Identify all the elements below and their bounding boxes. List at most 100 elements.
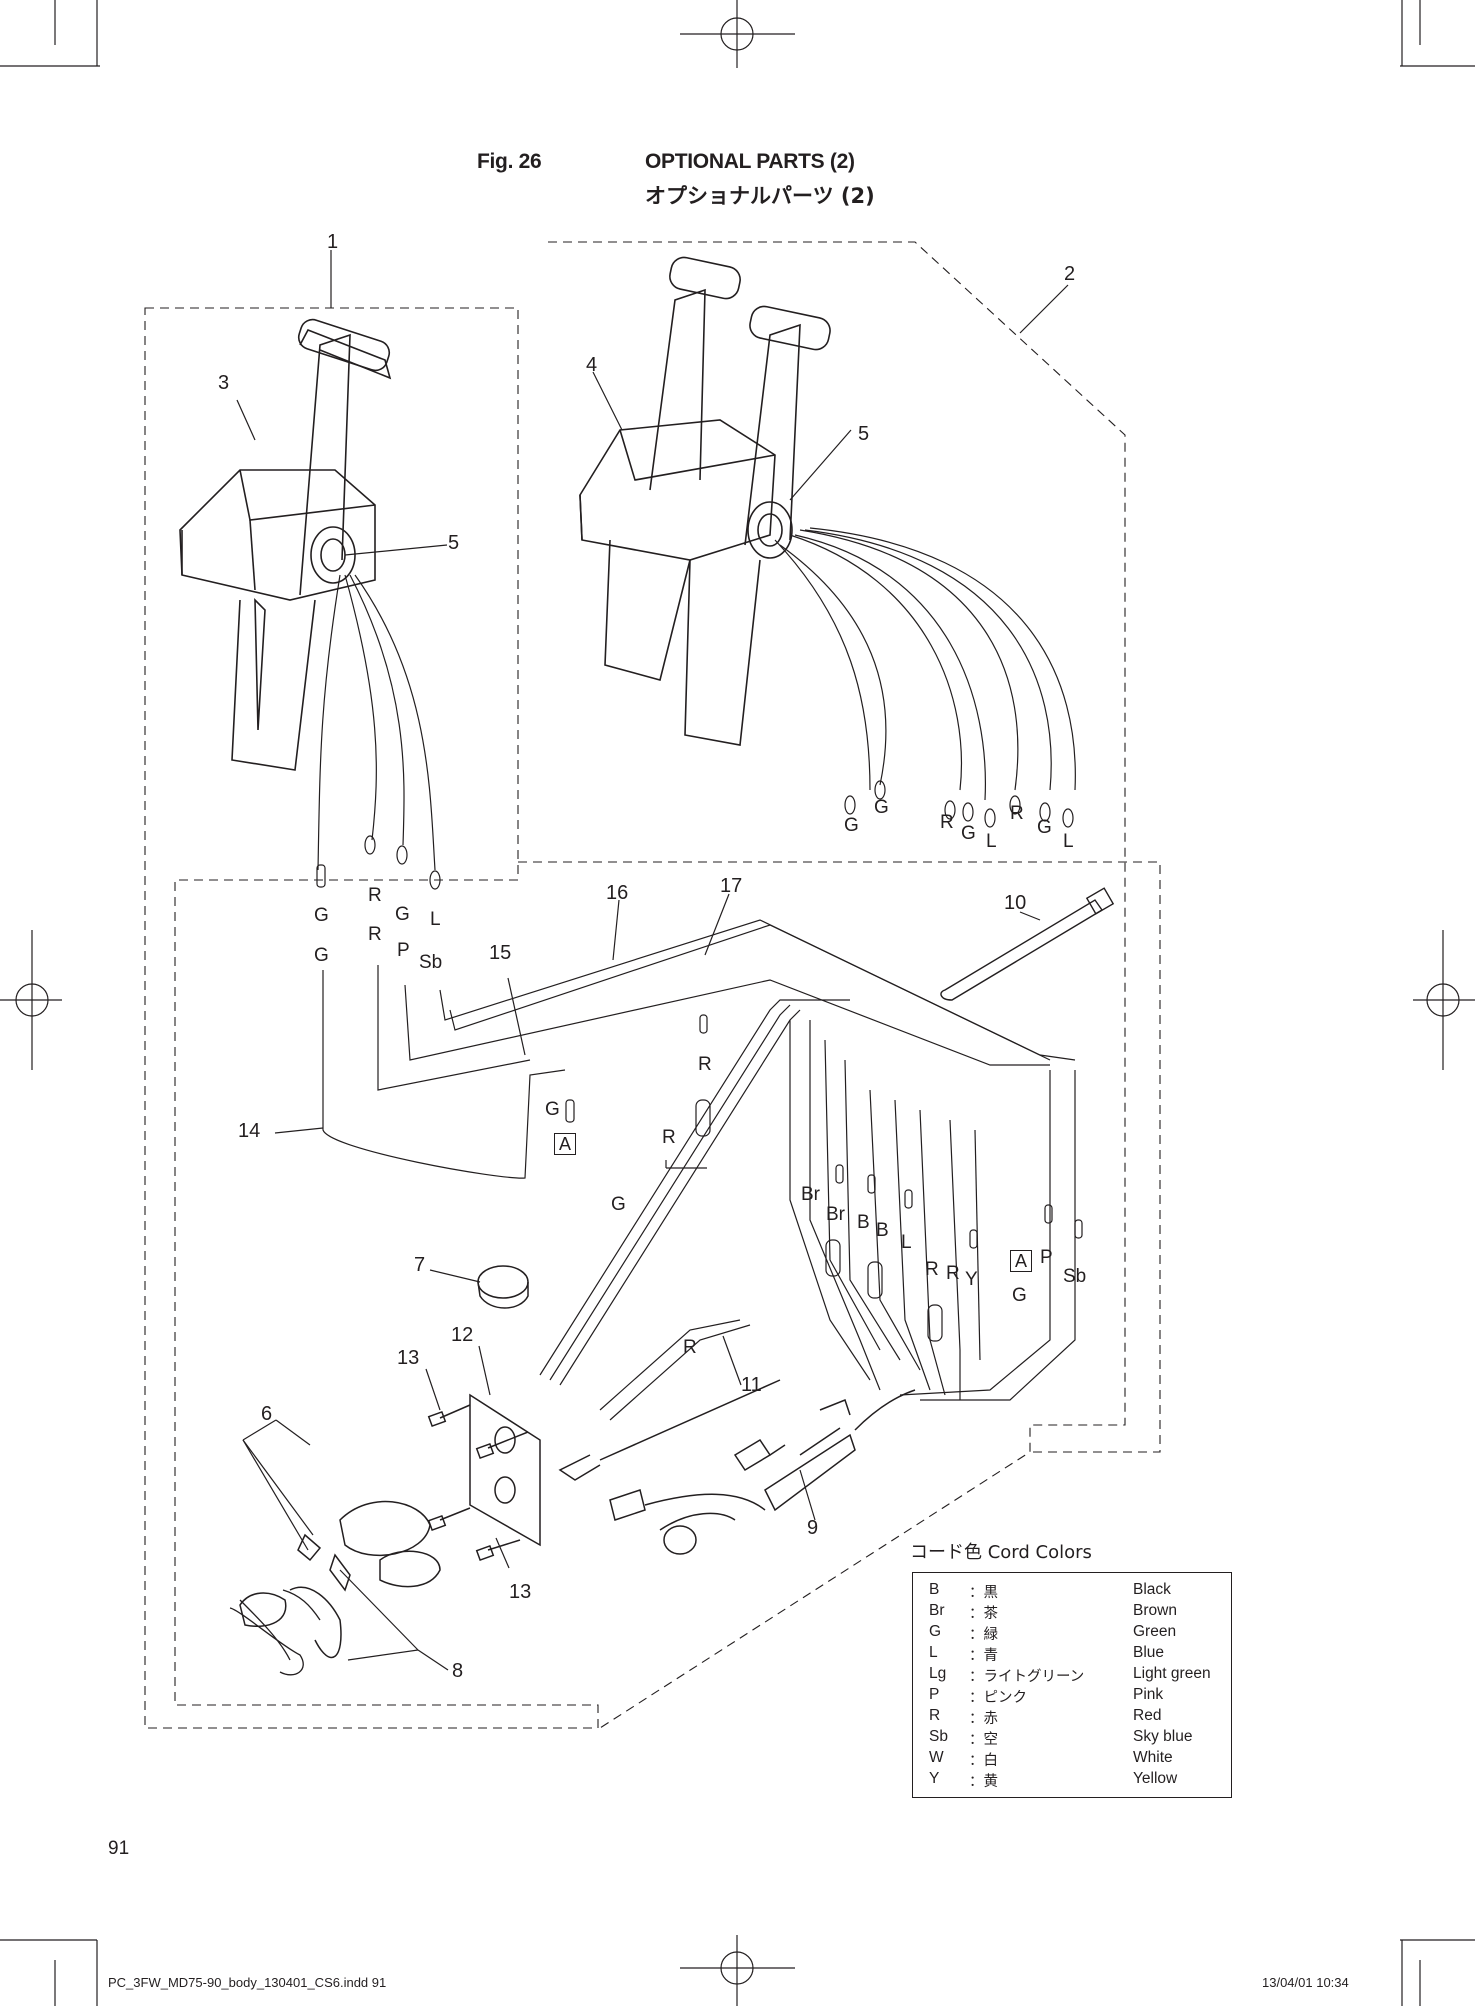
footer-timestamp: 13/04/01 10:34 <box>1262 1975 1349 1990</box>
legend-jp: ：赤 <box>969 1711 998 1727</box>
wire-code: G <box>874 797 889 818</box>
wire-code: G <box>961 823 976 844</box>
callout-12: 12 <box>451 1324 474 1346</box>
callout-13-top: 13 <box>397 1347 420 1369</box>
wire-code: R <box>940 812 954 833</box>
legend-code: P <box>929 1686 940 1703</box>
legend-jp: ：緑 <box>969 1627 998 1643</box>
switch-panel <box>239 1393 541 1659</box>
wire-code: L <box>901 1232 912 1253</box>
legend-en: Sky blue <box>1133 1728 1193 1745</box>
legend-code: Lg <box>929 1665 947 1682</box>
wire-code: R <box>698 1054 712 1075</box>
footer-filename: PC_3FW_MD75-90_body_130401_CS6.indd 91 <box>108 1975 387 1990</box>
wire-code: G <box>314 945 329 966</box>
wire-code: G <box>314 905 329 926</box>
wire-code: Br <box>826 1204 845 1225</box>
group-outlines <box>144 241 1161 1729</box>
callout-16: 16 <box>606 882 629 904</box>
legend-jp: ：ピンク <box>969 1690 1027 1706</box>
legend-code: R <box>929 1707 941 1724</box>
legend-en: Pink <box>1133 1686 1164 1703</box>
wire-code: P <box>1040 1247 1053 1268</box>
wire-code: G <box>395 904 410 925</box>
legend-title: コード色 Cord Colors <box>910 1542 1092 1563</box>
figure-title: OPTIONAL PARTS (2) <box>645 150 855 173</box>
legend-row: G ：緑 Green <box>929 1623 1219 1644</box>
wire-code: Sb <box>1063 1266 1087 1287</box>
control-wires <box>317 527 1076 871</box>
figure-title-jp: オプショナルパーツ (2) <box>645 184 875 208</box>
main-harness <box>322 919 1076 1421</box>
legend-row: Sb ：空 Sky blue <box>929 1728 1219 1749</box>
wire-code: Y <box>965 1269 978 1290</box>
legend-en: Yellow <box>1133 1770 1178 1787</box>
wire-code: B <box>876 1220 889 1241</box>
legend-code: Br <box>929 1602 945 1619</box>
dual-control-box <box>579 256 831 746</box>
lanyard <box>229 1589 321 1676</box>
legend-row: L ：青 Blue <box>929 1644 1219 1665</box>
connector-a-tag: A <box>1010 1250 1033 1272</box>
callout-13-bottom: 13 <box>509 1581 532 1603</box>
wire-code: R <box>368 924 382 945</box>
wire-code: Sb <box>419 952 443 973</box>
callout-17: 17 <box>720 875 743 897</box>
leader-lines <box>236 250 1069 1671</box>
wire-code: B <box>857 1212 870 1233</box>
callout-10: 10 <box>1004 892 1027 914</box>
callout-1: 1 <box>327 231 339 253</box>
callout-3: 3 <box>218 372 230 394</box>
legend-code: B <box>929 1581 940 1598</box>
wire-code: R <box>662 1127 676 1148</box>
legend-en: Red <box>1133 1707 1162 1724</box>
legend-code: Y <box>929 1770 940 1787</box>
wire-code: R <box>1010 803 1024 824</box>
wire-code: R <box>683 1337 697 1358</box>
wire-code: L <box>986 831 997 852</box>
single-control-box <box>179 318 392 771</box>
legend-jp: ：白 <box>969 1753 998 1769</box>
callout-14: 14 <box>238 1120 261 1142</box>
legend-en: Light green <box>1133 1665 1211 1682</box>
legend-jp: ：茶 <box>969 1606 998 1622</box>
callout-4: 4 <box>586 354 598 376</box>
legend-row: Y ：黄 Yellow <box>929 1770 1219 1791</box>
legend-en: Blue <box>1133 1644 1165 1661</box>
legend-code: G <box>929 1623 942 1640</box>
legend-row: Br ：茶 Brown <box>929 1602 1219 1623</box>
legend-en: White <box>1133 1749 1173 1766</box>
connector-a-tag: A <box>554 1133 577 1155</box>
figure-number: Fig. 26 <box>477 150 542 173</box>
legend-row: B ：黒 Black <box>929 1581 1219 1602</box>
wire-code: G <box>1012 1285 1027 1306</box>
legend-jp: ：青 <box>969 1648 998 1664</box>
cable-tie <box>940 887 1115 1001</box>
sub-harness <box>558 1379 916 1555</box>
legend-code: W <box>929 1749 944 1766</box>
callout-6: 6 <box>261 1403 273 1425</box>
legend-jp: ：黒 <box>969 1585 998 1601</box>
wire-code: Br <box>801 1184 820 1205</box>
wire-code: R <box>925 1259 939 1280</box>
wire-code: G <box>844 815 859 836</box>
callout-7: 7 <box>414 1254 426 1276</box>
legend-code: L <box>929 1644 938 1661</box>
callout-2: 2 <box>1064 263 1076 285</box>
legend-en: Black <box>1133 1581 1171 1598</box>
legend-row: P ：ピンク Pink <box>929 1686 1219 1707</box>
wire-code: P <box>397 940 410 961</box>
legend-row: R ：赤 Red <box>929 1707 1219 1728</box>
callout-11: 11 <box>741 1374 762 1396</box>
wire-code: G <box>545 1099 560 1120</box>
cord-color-legend: B ：黒 Black Br ：茶 Brown G ：緑 Green L ：青 B… <box>912 1572 1232 1798</box>
callout-5-single: 5 <box>448 532 460 554</box>
legend-code: Sb <box>929 1728 948 1745</box>
page-number: 91 <box>108 1838 130 1859</box>
callout-8: 8 <box>452 1660 464 1682</box>
legend-jp: ：ライトグリーン <box>969 1669 1085 1685</box>
legend-jp: ：黄 <box>969 1774 998 1790</box>
callout-9: 9 <box>807 1517 819 1539</box>
